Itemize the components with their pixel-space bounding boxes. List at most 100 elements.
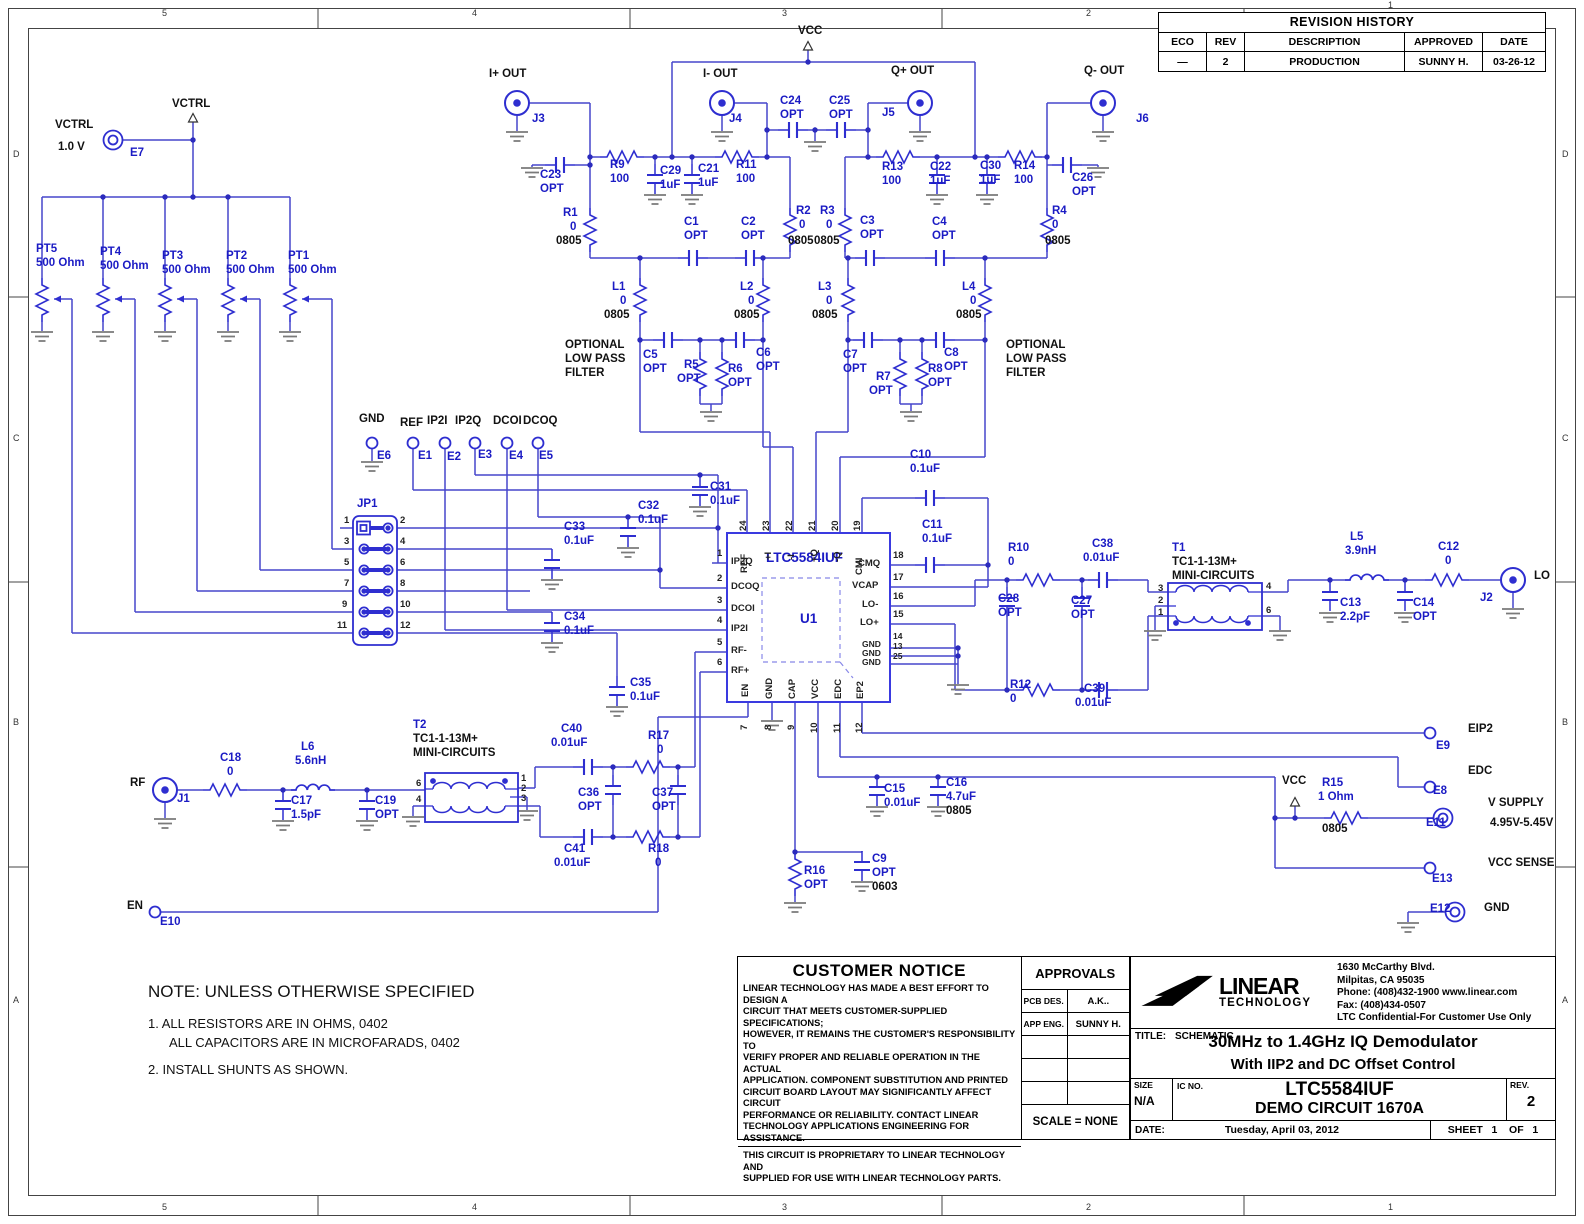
label-c2-val: OPT (741, 230, 765, 242)
revision-row: — 2 PRODUCTION SUNNY H. 03-26-12 (1159, 52, 1545, 72)
label-e9: E9 (1436, 740, 1451, 752)
label-c4: C4 (932, 216, 947, 228)
label-l1: L1 (612, 281, 626, 293)
sheet-border-outer (8, 8, 1576, 1216)
label-gnd-net: GND (359, 413, 385, 425)
j5-connector (907, 90, 933, 116)
label-u1-gnd25: GND (862, 657, 881, 667)
label-c25: C25 (829, 95, 851, 107)
label-u1-n4: 4 (717, 615, 723, 626)
label-t2-p1: 1 (521, 773, 527, 784)
label-r16-val: OPT (804, 879, 828, 891)
rev-header-description: DESCRIPTION (1245, 32, 1405, 52)
label-zone-lb: B (13, 717, 20, 727)
label-c14: C14 (1413, 597, 1435, 609)
label-u1-ip: +I (763, 551, 774, 560)
address-line-2: Milpitas, CA 95035 (1337, 974, 1425, 986)
jp1-header (352, 515, 398, 646)
label-r1-fp: 0805 (556, 235, 582, 247)
label-jp1-p4: 4 (400, 536, 406, 547)
label-c40: C40 (561, 723, 583, 735)
label-u1-gnd13: GND (862, 648, 881, 658)
label-jp1-p10: 10 (400, 599, 411, 610)
label-c13: C13 (1340, 597, 1362, 609)
approvals-title: APPROVALS (1021, 957, 1129, 990)
label-t1: T1 (1172, 542, 1186, 554)
title-type: SCHEMATIC (1175, 1030, 1234, 1042)
label-r4-val: 0 (1052, 219, 1059, 231)
label-c37-val: OPT (652, 801, 676, 813)
label-t1-p2: 2 (1158, 595, 1164, 606)
label-u1-n19: 19 (852, 520, 863, 531)
notice-line: CIRCUIT BOARD LAYOUT MAY SIGNIFICANTLY A… (743, 1086, 992, 1109)
label-vctrl-name: VCTRL (55, 119, 94, 131)
label-c9-val: OPT (872, 867, 896, 879)
label-c19: C19 (375, 795, 397, 807)
part-number: LTC5584IUF (1285, 1078, 1394, 1100)
label-c15: C15 (884, 783, 906, 795)
label-vcc-right: VCC (1282, 775, 1307, 787)
label-c10-val: 0.1uF (910, 463, 941, 475)
label-c3-val: OPT (860, 229, 884, 241)
label-c3: C3 (860, 215, 875, 227)
label-l2-fp: 0805 (734, 309, 760, 321)
label-r12-val: 0 (1010, 693, 1017, 705)
label-c6: C6 (756, 347, 771, 359)
label-jp1-p12: 12 (400, 620, 411, 631)
label-c24-val: OPT (780, 109, 804, 121)
label-e11: E11 (1426, 817, 1446, 829)
label-c28-val: OPT (998, 607, 1022, 619)
label-l4: L4 (962, 281, 976, 293)
label-t1-mfr: MINI-CIRCUITS (1172, 570, 1255, 582)
label-c19-val: OPT (375, 809, 399, 821)
label-c30: C30 (980, 160, 1002, 172)
wires (41, 50, 1514, 922)
label-c38: C38 (1092, 538, 1114, 550)
proprietary-line-1: THIS CIRCUIT IS PROPRIETARY TO LINEAR TE… (743, 1150, 1005, 1172)
rev-header-approved: APPROVED (1405, 32, 1483, 52)
label-c31-val: 0.1uF (710, 495, 741, 507)
label-c14-val: OPT (1413, 611, 1437, 623)
label-c15-val: 0.01uF (884, 797, 921, 809)
scale-value: SCALE = NONE (1032, 1116, 1118, 1128)
label-u1-n23: 23 (761, 520, 772, 531)
label-lpf-r3: FILTER (1006, 367, 1046, 379)
label-r7: R7 (876, 371, 891, 383)
label-l3: L3 (818, 281, 832, 293)
label-r4-fp: 0805 (1045, 235, 1071, 247)
label-u1-ep2: EP2 (855, 681, 866, 699)
label-pt1: PT1 (288, 250, 310, 262)
label-dcoq-net: DCOQ (523, 415, 558, 427)
label-jp1: JP1 (357, 498, 378, 510)
label-c21: C21 (698, 163, 720, 175)
label-pt5: PT5 (36, 243, 58, 255)
transformer-t1 (1167, 582, 1263, 631)
notice-line: PERFORMANCE OR RELIABILITY. CONTACT LINE… (743, 1109, 979, 1120)
label-c29: C29 (660, 165, 682, 177)
label-c7: C7 (843, 349, 858, 361)
label-j6: J6 (1136, 113, 1149, 125)
label-r17: R17 (648, 730, 670, 742)
j6-connector (1090, 90, 1116, 116)
label-u1-dcoi: DCOI (731, 603, 755, 614)
label-c1-val: OPT (684, 230, 708, 242)
label-u1-ref-pin: REF (739, 554, 750, 573)
rev-rev: 2 (1207, 52, 1245, 72)
label-c5-val: OPT (643, 363, 667, 375)
label-r15-val: 1 Ohm (1318, 791, 1354, 803)
label-vsupply-range: 4.95V-5.45V (1490, 817, 1554, 829)
label-r8: R8 (928, 363, 943, 375)
label-r18-val: 0 (655, 857, 662, 869)
label-u1-n2: 2 (717, 573, 723, 584)
label-vsupply-name: V SUPPLY (1488, 797, 1544, 809)
label-qplus-out: Q+ OUT (891, 65, 935, 77)
label-c17: C17 (291, 795, 313, 807)
label-l3-val: 0 (826, 295, 833, 307)
label-lpf-r2: LOW PASS (1006, 353, 1067, 365)
label-e12: E12 (1430, 903, 1451, 915)
label-dcoi-net: DCOI (493, 415, 522, 427)
rev-approved: SUNNY H. (1405, 52, 1483, 72)
label-u1-n14: 14 (893, 631, 903, 641)
label-c10: C10 (910, 449, 932, 461)
label-r9: R9 (610, 159, 625, 171)
